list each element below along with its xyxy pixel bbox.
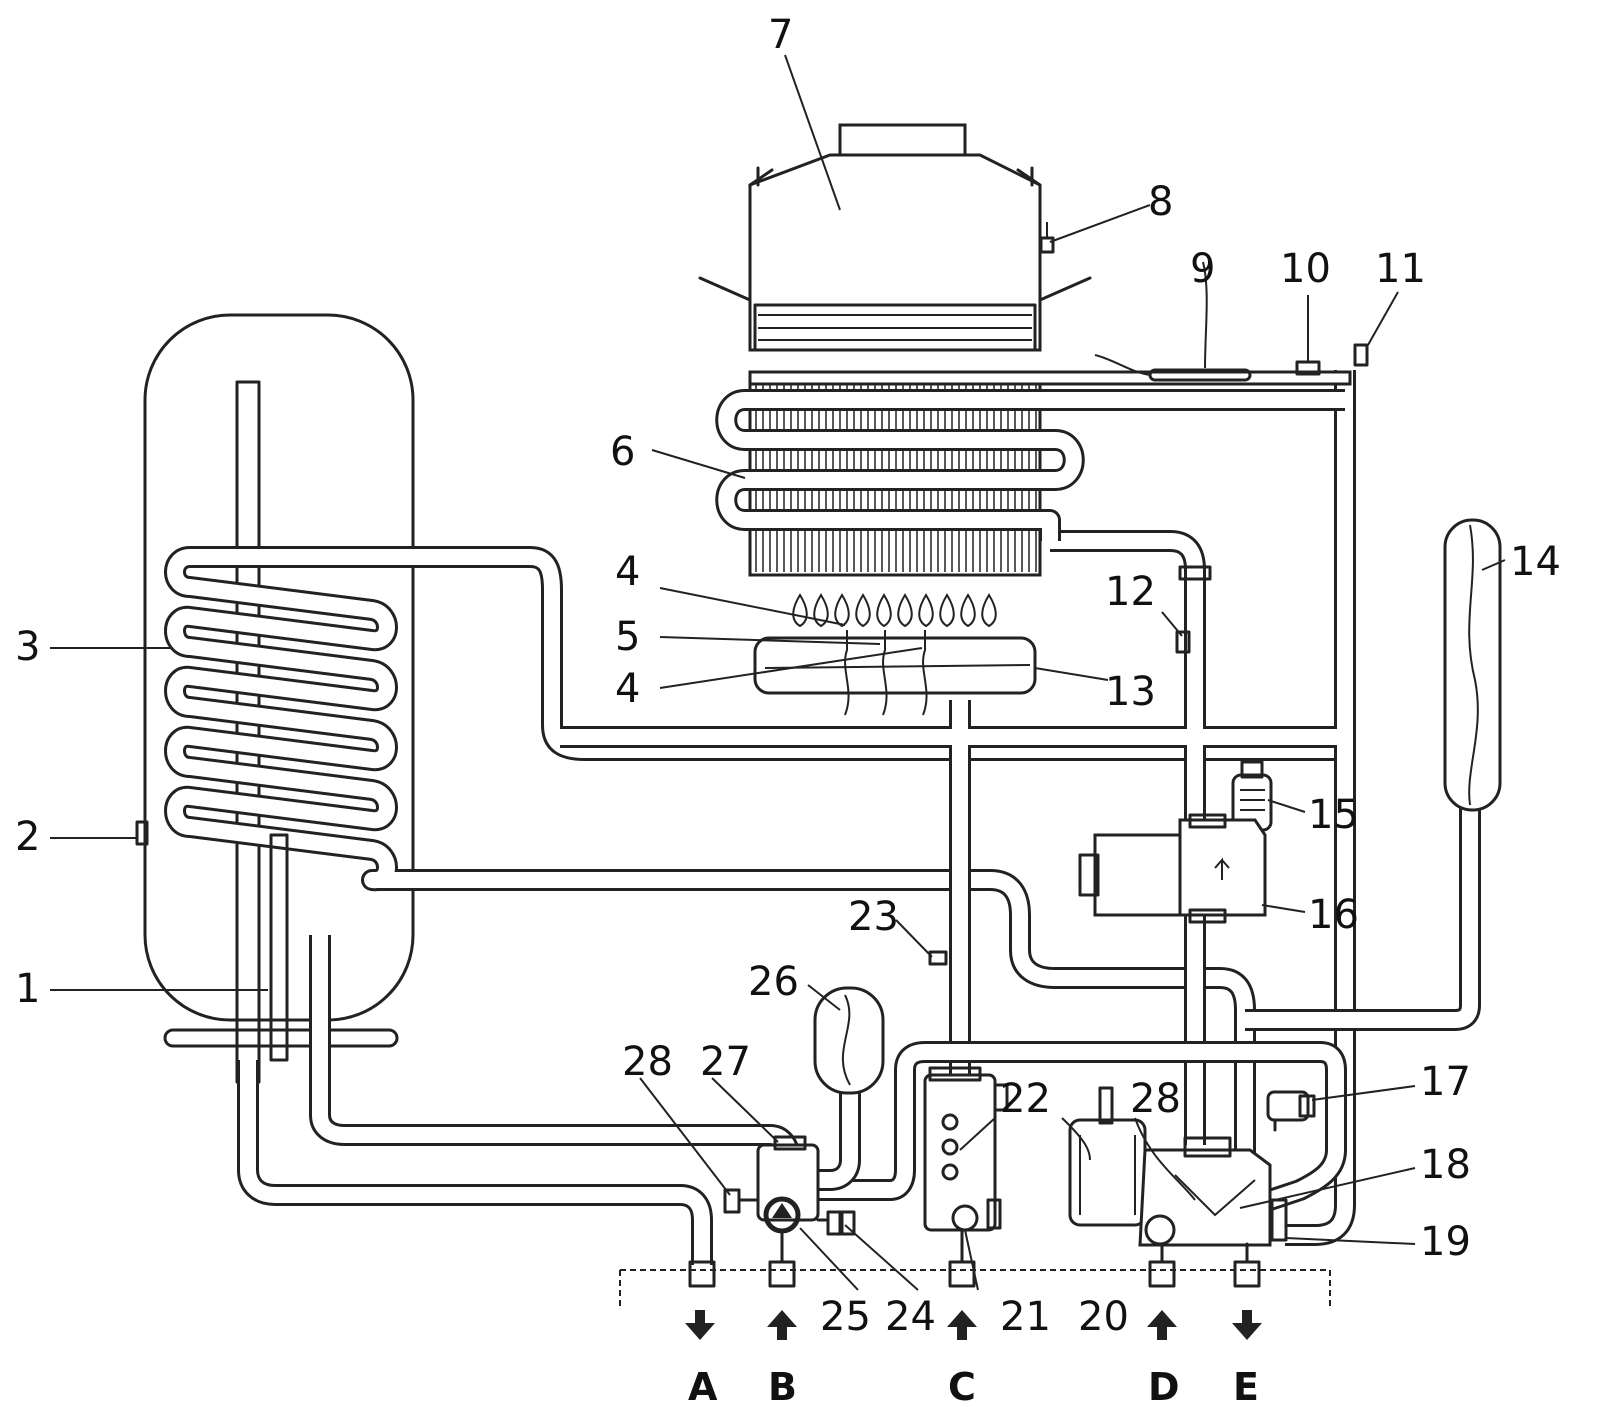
pressure-switch (1266, 1090, 1316, 1132)
label-25: 25 (820, 1294, 871, 1340)
label-18: 18 (1420, 1142, 1471, 1188)
gas-valve (923, 1066, 1009, 1232)
burner (753, 593, 1037, 716)
arrow-in-d (1147, 1310, 1177, 1340)
label-5: 5 (615, 614, 640, 660)
label-16: 16 (1308, 892, 1359, 938)
label-20: 20 (1078, 1294, 1129, 1340)
heating-coil (164, 546, 430, 892)
label-21: 21 (1000, 1294, 1051, 1340)
burner-flame (855, 593, 871, 628)
burner-flame (960, 593, 976, 628)
label-28-left: 28 (622, 1039, 673, 1085)
fan-hood (698, 123, 1092, 352)
label-2: 2 (15, 814, 40, 860)
label-15: 15 (1308, 792, 1359, 838)
burner-flame (897, 593, 913, 628)
connection-d: D (1148, 1365, 1180, 1407)
label-1: 1 (15, 966, 40, 1012)
arrow-out-a (685, 1310, 715, 1340)
flow-sensor (1175, 630, 1191, 654)
arrow-in-c (947, 1310, 977, 1340)
label-3: 3 (15, 624, 40, 670)
label-8: 8 (1148, 179, 1173, 225)
label-13: 13 (1105, 669, 1156, 715)
leader-lines (50, 54, 1506, 1291)
label-24: 24 (885, 1294, 936, 1340)
circulation-pump (1078, 813, 1267, 924)
tank-thermostat-sensor (135, 820, 149, 846)
cold-water-group (723, 1135, 856, 1236)
connection-labels: A B C D E (688, 1365, 1259, 1407)
label-27: 27 (700, 1039, 751, 1085)
burner-flame (813, 593, 829, 628)
pipework (237, 370, 1481, 1265)
component-labels: 1 2 3 4 5 4 6 7 8 9 10 11 12 13 14 15 16… (15, 12, 1561, 1340)
burner-flame (981, 593, 997, 628)
connection-b: B (768, 1365, 797, 1407)
connection-c: C (948, 1365, 976, 1407)
storage-tank (143, 313, 415, 1048)
heat-exchanger (715, 343, 1369, 577)
arrow-in-b (767, 1310, 797, 1340)
label-23: 23 (848, 894, 899, 940)
automatic-air-vent (1231, 760, 1273, 832)
tank-sensor-well (269, 833, 289, 1062)
label-4-bottom: 4 (615, 666, 640, 712)
gas-test-point (928, 950, 948, 966)
burner-flame (792, 593, 808, 628)
label-7: 7 (768, 12, 793, 58)
arrow-out-e (1232, 1310, 1262, 1340)
label-6: 6 (610, 429, 635, 475)
label-9: 9 (1190, 246, 1215, 292)
label-12: 12 (1105, 569, 1156, 615)
expansion-vessel-dhw (813, 986, 885, 1095)
expansion-vessel-heating (1443, 518, 1502, 812)
flow-arrows (685, 1310, 1262, 1340)
label-14: 14 (1510, 539, 1561, 585)
label-22: 22 (1000, 1076, 1051, 1122)
connection-a: A (688, 1365, 718, 1407)
label-11: 11 (1375, 246, 1426, 292)
label-10: 10 (1280, 246, 1331, 292)
label-4-top: 4 (615, 549, 640, 595)
burner-flame (834, 593, 850, 628)
burner-flame (876, 593, 892, 628)
label-17: 17 (1420, 1059, 1471, 1105)
pipe-coupling (1178, 565, 1212, 581)
burner-flame (939, 593, 955, 628)
burner-flame (918, 593, 934, 628)
label-19: 19 (1420, 1219, 1471, 1265)
diverter-valve-group (1068, 1086, 1288, 1247)
tank-probe (235, 380, 261, 1084)
label-26: 26 (748, 959, 799, 1005)
label-28-right: 28 (1130, 1076, 1181, 1122)
connection-e: E (1233, 1365, 1259, 1407)
